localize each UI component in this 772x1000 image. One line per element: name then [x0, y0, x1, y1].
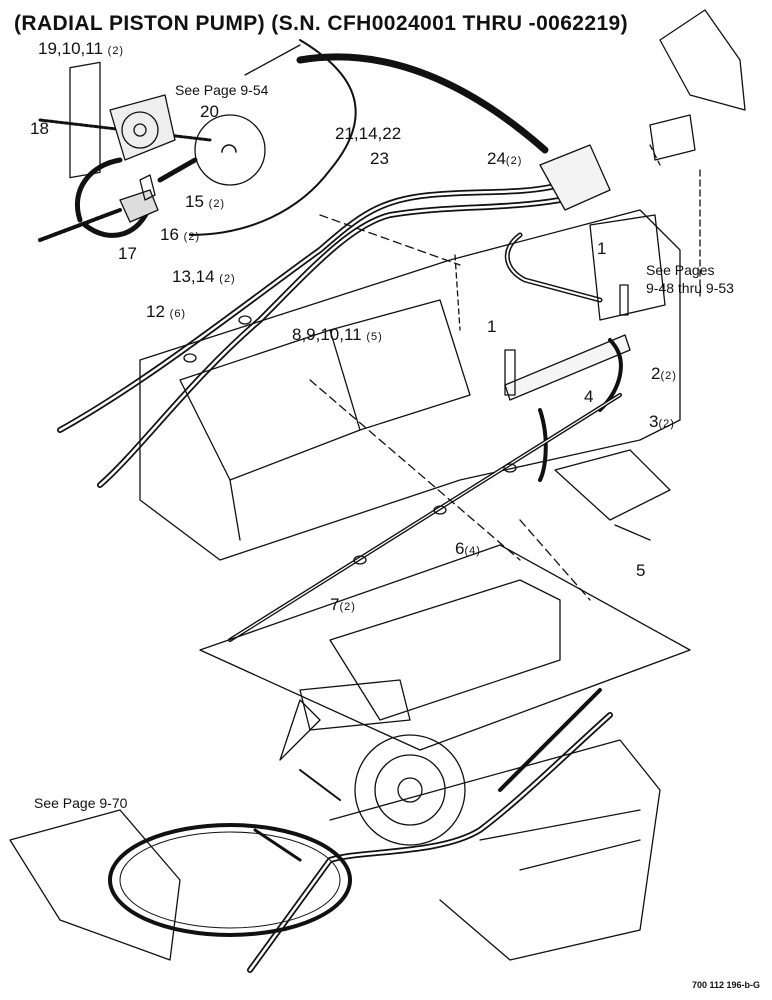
callout-qty: (2) [339, 601, 356, 613]
callout-number: 18 [30, 119, 49, 138]
callout-number: 6 [455, 539, 465, 558]
callout-number: 3 [649, 412, 659, 431]
callout-qty: (2) [658, 418, 675, 430]
callout-number: 23 [370, 149, 389, 168]
callout-18: 18 [30, 120, 49, 137]
callout-23: 23 [370, 150, 389, 167]
callout-number: 8,9,10,11 [292, 325, 362, 344]
bracket [554, 449, 671, 521]
detail-callout-arc [189, 39, 357, 236]
lower-hose [247, 712, 613, 973]
callout-number: 19,10,11 [38, 39, 103, 58]
callout-qty: (2) [107, 45, 125, 57]
fender-panel [659, 9, 746, 111]
callout-1-lower: 1 [487, 318, 496, 335]
callout-number: 24 [487, 149, 506, 168]
inset-circle [194, 114, 266, 186]
sheave [354, 734, 466, 846]
callout-8: 8,9,10,11 (5) [292, 326, 383, 343]
lift-cylinder [504, 334, 631, 401]
callout-3: 3(2) [649, 413, 675, 430]
drive-belt [108, 823, 352, 937]
callout-qty: (5) [366, 331, 383, 343]
callout-2: 2(2) [651, 365, 677, 382]
callout-1-upper: 1 [597, 240, 606, 257]
callout-qty: (2) [505, 155, 523, 167]
figure-code: 700 112 196-b-G [691, 980, 760, 990]
callout-qty: (2) [183, 231, 201, 243]
callout-number: 15 [185, 192, 204, 211]
callout-number: 21,14,22 [335, 124, 402, 143]
callout-number: 20 [200, 102, 219, 121]
hose-a [57, 182, 563, 433]
callout-16: 16 (2) [160, 226, 200, 243]
callout-number: 1 [487, 317, 497, 336]
callout-7: 7(2) [330, 596, 356, 613]
callout-12: 12 (6) [146, 303, 186, 320]
callout-qty: (4) [464, 545, 481, 557]
callout-number: 4 [584, 387, 594, 406]
see-pages-range-note: 9-48 thru 9-53 [646, 280, 734, 296]
gearbox-housing [9, 809, 181, 961]
lower-plate [199, 544, 691, 751]
callout-20: 20 [200, 103, 219, 120]
valve-block [539, 144, 611, 211]
callout-number: 16 [160, 225, 179, 244]
callout-qty: (2) [219, 273, 236, 285]
detail-leader-thick [296, 53, 549, 154]
see-page-970-note: See Page 9-70 [34, 795, 128, 811]
callout-4: 4 [584, 388, 593, 405]
callout-number: 5 [636, 561, 646, 580]
callout-number: 2 [651, 364, 661, 383]
callout-qty: (2) [208, 198, 226, 210]
callout-6: 6(4) [455, 540, 481, 557]
main-frame [139, 209, 681, 561]
callout-number: 12 [146, 302, 165, 321]
pump-detail [38, 61, 212, 242]
callout-qty: (2) [660, 370, 677, 382]
callout-5: 5 [636, 562, 645, 579]
page-title: (RADIAL PISTON PUMP) (S.N. CFH0024001 TH… [14, 12, 629, 35]
callout-number: 7 [330, 595, 340, 614]
see-pages-note: See Pages [646, 262, 715, 278]
see-page-954-note: See Page 9-54 [175, 82, 269, 98]
callout-number: 13,14 [172, 267, 215, 286]
callout-24: 24(2) [487, 150, 522, 167]
callout-qty: (6) [169, 308, 187, 320]
callout-number: 1 [597, 239, 607, 258]
callout-19: 19,10,11 (2) [38, 40, 124, 57]
callout-21: 21,14,22 [335, 125, 401, 142]
callout-17: 17 [118, 245, 137, 262]
callout-number: 17 [118, 244, 137, 263]
callout-15: 15 (2) [185, 193, 225, 210]
callout-13: 13,14 (2) [172, 268, 236, 285]
